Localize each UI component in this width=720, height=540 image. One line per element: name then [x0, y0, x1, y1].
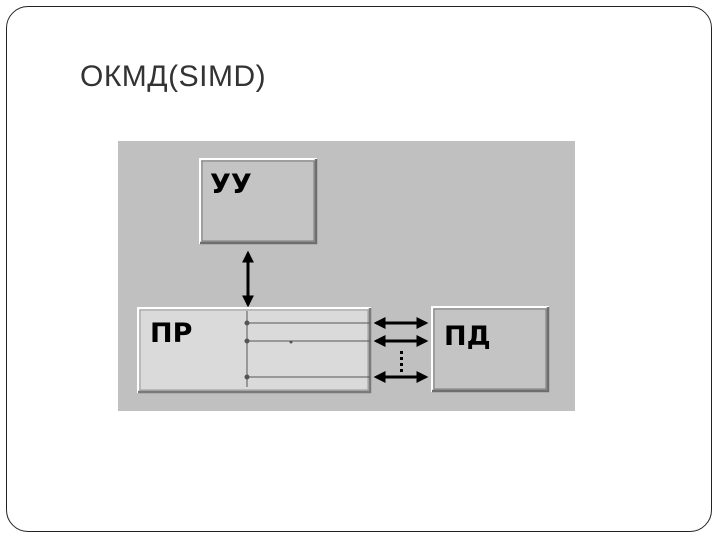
- ellipsis-dots: [400, 351, 403, 372]
- diagram-canvas: УУ ПР: [118, 141, 575, 411]
- processor-label: ПР: [150, 318, 192, 349]
- processor-data-lines: [244, 311, 370, 387]
- processor-node: ПР: [137, 307, 372, 394]
- control-unit-label: УУ: [210, 169, 252, 200]
- slide-title: ОКМД(SIMD): [80, 60, 267, 93]
- simd-diagram: УУ ПР: [118, 141, 575, 411]
- data-memory-node: ПД: [431, 306, 550, 393]
- data-memory-label: ПД: [444, 321, 491, 352]
- control-unit-node: УУ: [199, 158, 318, 245]
